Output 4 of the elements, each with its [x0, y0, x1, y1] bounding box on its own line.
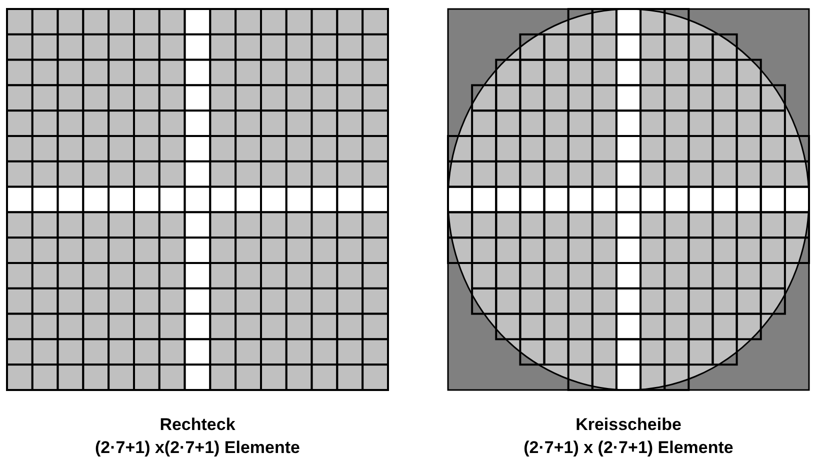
- caption-text: (2·7+1) x (2·7+1) Elemente: [524, 437, 734, 459]
- caption-text: (2·7+1) x(2·7+1) Elemente: [94, 437, 300, 459]
- caption-title: Kreisscheibe: [576, 414, 682, 436]
- caption-title: Rechteck: [160, 414, 236, 436]
